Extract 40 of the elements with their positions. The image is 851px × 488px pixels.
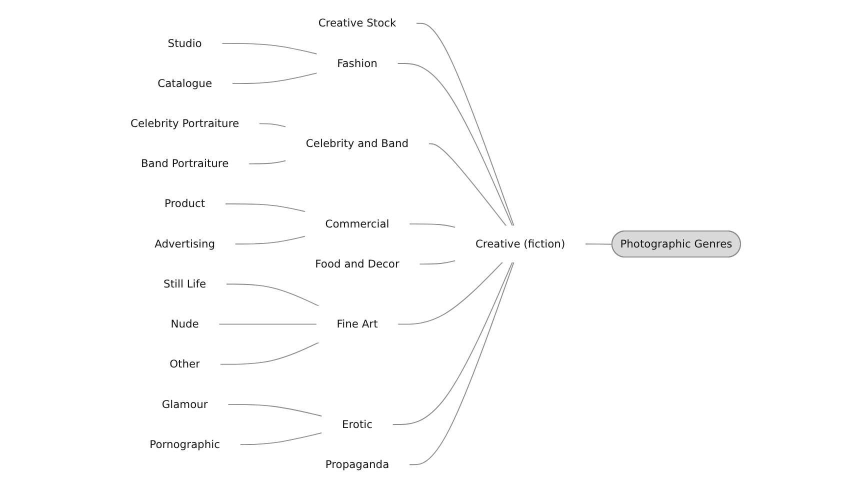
node-text: Band Portraiture xyxy=(140,157,229,170)
node-text: Still Life xyxy=(164,277,206,290)
node-text: Food and Decor xyxy=(315,257,400,270)
connector xyxy=(232,72,318,84)
node-text: Advertising xyxy=(154,237,216,250)
connector xyxy=(408,223,456,228)
connector xyxy=(397,63,513,226)
connector xyxy=(397,262,504,325)
node-text: Studio xyxy=(168,36,202,50)
node-text: Celebrity and Band xyxy=(306,137,409,150)
node-text: Product xyxy=(164,197,206,210)
node-text: Glamour xyxy=(162,398,208,410)
node-text: Nude xyxy=(170,318,199,330)
connector xyxy=(221,42,318,54)
node-text: Fashion xyxy=(337,56,378,70)
connector xyxy=(226,284,320,307)
node-text: Creative Stock xyxy=(318,16,396,30)
connector xyxy=(258,123,286,128)
node-text: Erotic xyxy=(342,418,373,431)
node-text: Fine Art xyxy=(336,318,378,330)
connector xyxy=(240,432,322,446)
node-text: Pornographic xyxy=(150,438,220,451)
connector xyxy=(584,244,613,245)
node-text: Propaganda xyxy=(325,458,390,471)
connector xyxy=(428,143,507,226)
connector xyxy=(248,160,286,164)
connector xyxy=(224,203,306,212)
connector xyxy=(220,342,320,365)
node-text: Other xyxy=(170,358,200,370)
node-text: Catalogue xyxy=(158,76,212,90)
node-text: Commercial xyxy=(325,217,390,230)
connector xyxy=(408,262,514,466)
node-text: Celebrity Portraiture xyxy=(130,116,240,130)
connector xyxy=(234,236,306,244)
connector xyxy=(392,262,513,425)
node-text: Creative (fiction) xyxy=(475,237,566,250)
connector xyxy=(416,22,514,226)
connector xyxy=(227,404,322,417)
connector xyxy=(218,324,318,325)
connector xyxy=(418,260,456,265)
